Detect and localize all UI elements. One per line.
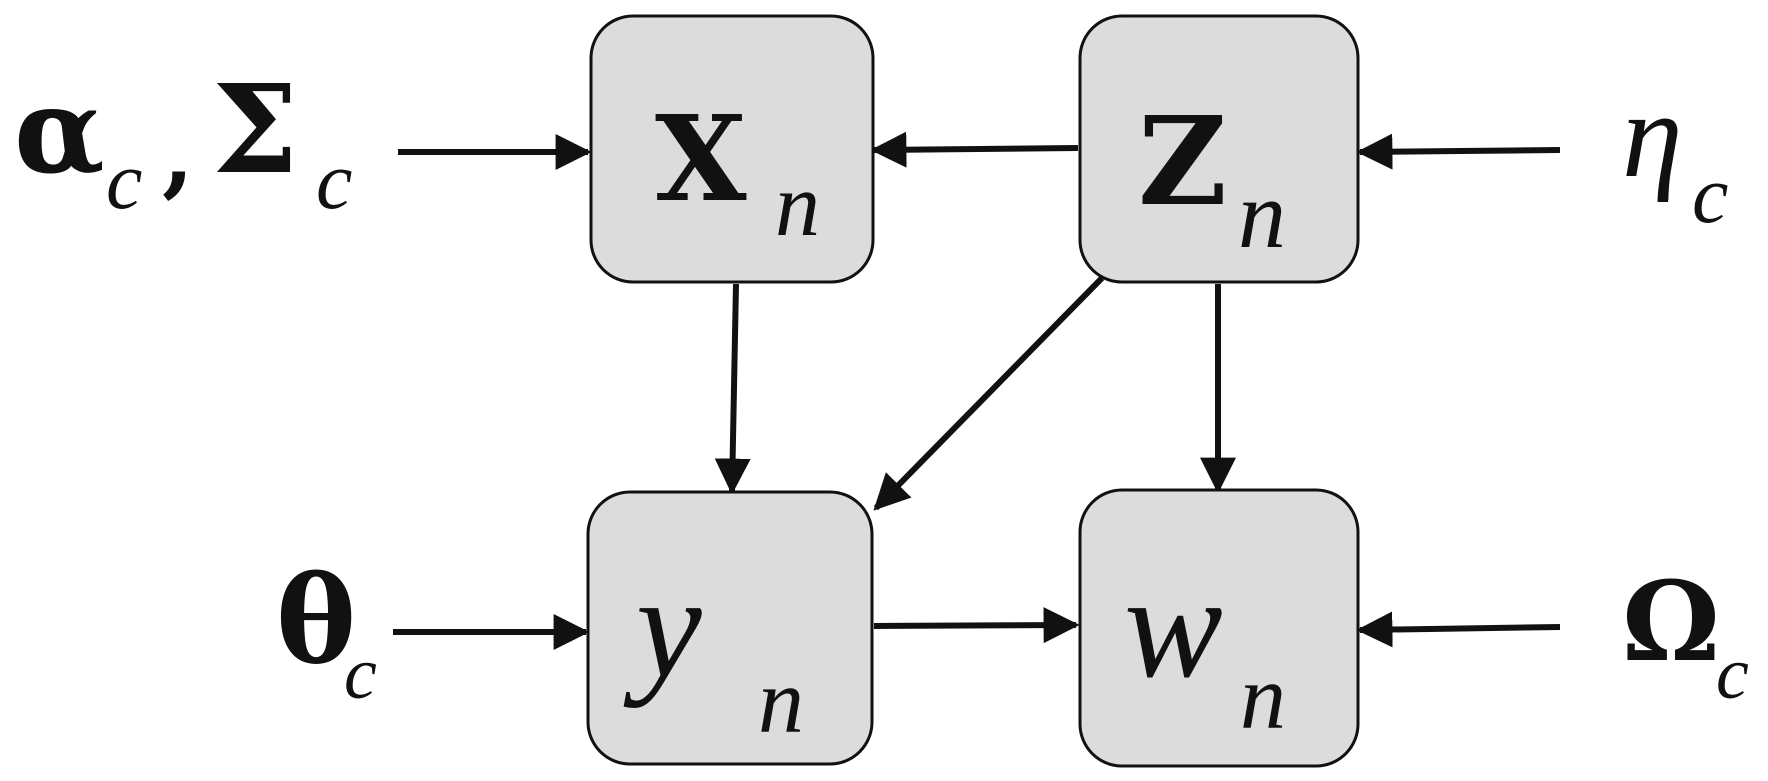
param-theta-symbol: θ: [276, 550, 356, 691]
svg-text:y: y: [623, 545, 702, 709]
svg-text:η: η: [1622, 68, 1683, 203]
svg-text:Σ: Σ: [212, 57, 298, 201]
param-omega-subscript: c: [1716, 633, 1749, 715]
edge-omega-to-w: [1356, 611, 1561, 648]
edge-eta-to-z: [1356, 133, 1561, 170]
node-w: w n: [1078, 488, 1360, 768]
node-x: X n: [589, 14, 875, 284]
edge-z-to-x: [870, 131, 1079, 168]
node-x-subscript: n: [775, 156, 820, 255]
param-separator-comma: ,: [162, 100, 194, 208]
node-z-box: [1078, 14, 1360, 284]
param-omega-symbol: Ω: [1622, 557, 1720, 686]
svg-text:n: n: [1240, 646, 1286, 748]
node-y-symbol: y: [623, 545, 702, 709]
svg-text:α: α: [14, 61, 105, 200]
svg-text:,: ,: [162, 100, 194, 208]
param-alpha-sigma: α c , Σ c: [14, 57, 352, 226]
svg-text:Ω: Ω: [1622, 557, 1720, 686]
param-alpha-symbol: α: [14, 61, 105, 200]
svg-text:c: c: [106, 135, 142, 226]
node-w-subscript: n: [1240, 646, 1286, 748]
node-z-subscript: n: [1238, 161, 1286, 268]
svg-text:c: c: [1716, 633, 1749, 715]
param-omega: Ω c: [1622, 557, 1749, 715]
param-sigma-symbol: Σ: [212, 57, 298, 201]
edges: [393, 131, 1561, 650]
node-z: Z n: [1078, 14, 1360, 284]
node-y: y n: [586, 490, 874, 766]
edge-z-to-y: [873, 275, 1105, 511]
param-sigma-subscript: c: [316, 135, 352, 226]
svg-text:n: n: [1238, 161, 1286, 268]
svg-text:w: w: [1124, 545, 1223, 709]
param-eta: η c: [1622, 68, 1728, 240]
edge-y-to-w: [873, 607, 1080, 644]
node-x-box: [589, 14, 875, 284]
svg-text:c: c: [316, 135, 352, 226]
svg-text:n: n: [758, 650, 804, 752]
node-x-symbol: X: [655, 89, 747, 228]
node-w-symbol: w: [1124, 545, 1223, 709]
svg-text:θ: θ: [276, 550, 356, 691]
svg-text:n: n: [775, 156, 820, 255]
param-theta: θ c: [276, 550, 377, 715]
param-theta-subscript: c: [344, 633, 377, 715]
param-alpha-subscript: c: [106, 135, 142, 226]
edge-x-to-y: [714, 283, 751, 495]
param-eta-subscript: c: [1692, 149, 1728, 240]
node-y-subscript: n: [758, 650, 804, 752]
svg-text:c: c: [344, 633, 377, 715]
node-z-symbol: Z: [1138, 89, 1227, 233]
param-eta-symbol: η: [1622, 68, 1683, 203]
svg-text:Z: Z: [1138, 89, 1227, 233]
svg-text:X: X: [655, 89, 747, 228]
svg-text:c: c: [1692, 149, 1728, 240]
node-y-box: [586, 490, 874, 766]
node-w-box: [1078, 488, 1360, 768]
